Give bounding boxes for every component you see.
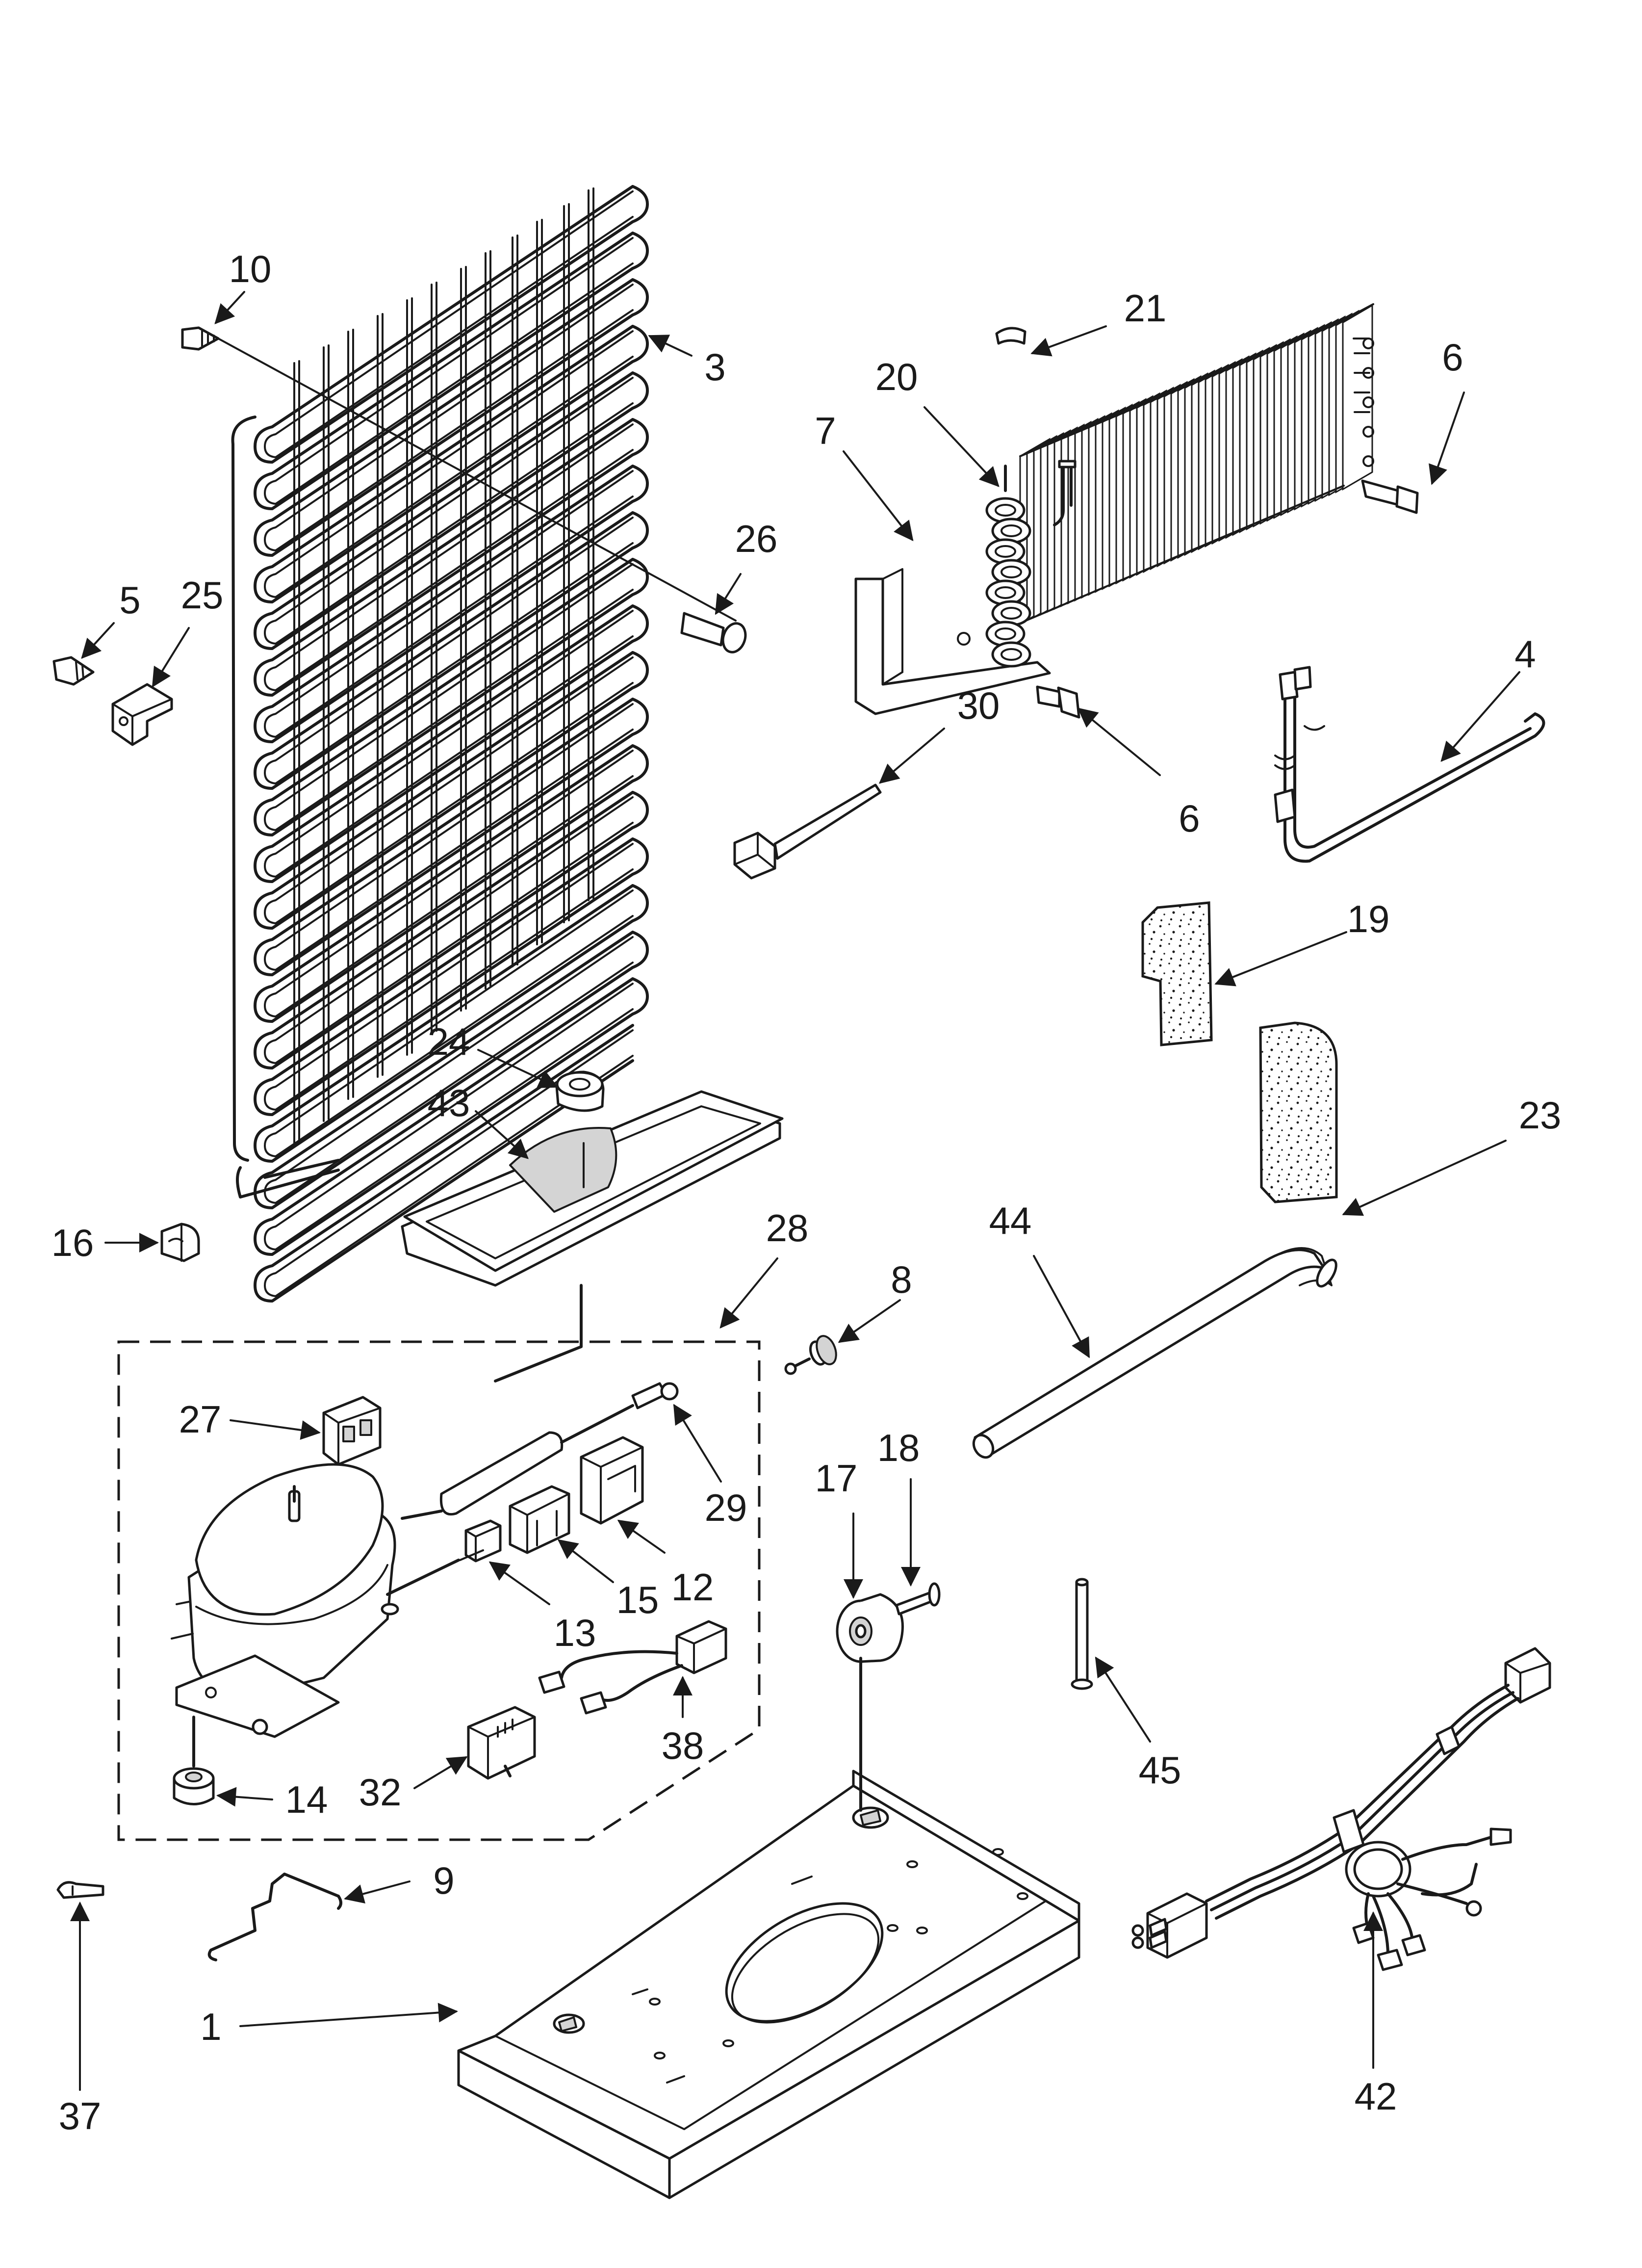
screw-10: [181, 326, 737, 622]
bracket-25: [111, 683, 173, 746]
callout-25: 25: [181, 574, 224, 617]
overload-15: [509, 1485, 570, 1554]
insulation-19: [1141, 901, 1213, 1046]
callout-14: 14: [285, 1778, 328, 1821]
callout-labels: 10 3 21 6 20 7 26 5 25 30 4 6 19 24 43 2…: [51, 247, 1562, 2138]
callout-42: 42: [1355, 2075, 1397, 2118]
terminal-13: [459, 1519, 502, 1563]
callout-28: 28: [766, 1206, 809, 1250]
callout-26: 26: [735, 517, 778, 560]
insulation-23: [1259, 1021, 1338, 1203]
callout-18: 18: [877, 1426, 920, 1469]
harness-38: [538, 1620, 727, 1715]
callout-16: 16: [51, 1221, 94, 1264]
callout-37: 37: [59, 2094, 102, 2138]
clip-37: [56, 1881, 104, 1899]
callout-10: 10: [229, 247, 272, 290]
callout-19: 19: [1347, 897, 1390, 940]
evaporator-assembly: [854, 303, 1374, 715]
nut-24: [555, 1070, 605, 1112]
pin-45: [1071, 1578, 1093, 1690]
callout-7: 7: [815, 409, 836, 452]
callout-15: 15: [616, 1578, 659, 1621]
tie-strap-30: [733, 783, 882, 880]
power-harness-42: [1131, 1647, 1551, 1971]
callout-4: 4: [1514, 632, 1536, 676]
leader-lines: [70, 291, 1520, 2091]
capacitor-32: [467, 1706, 536, 1780]
relay-27: [322, 1396, 382, 1466]
tube-44: [972, 1247, 1337, 1459]
callout-21: 21: [1124, 287, 1167, 330]
screw-5: [52, 656, 95, 686]
callout-12: 12: [671, 1565, 714, 1609]
callout-29: 29: [705, 1486, 747, 1529]
drain-pan-43: [401, 1090, 784, 1382]
callout-17: 17: [815, 1457, 858, 1500]
clip-16: [160, 1223, 200, 1262]
callout-13: 13: [554, 1611, 596, 1654]
filter-drier-29: [401, 1382, 679, 1520]
compressor: [171, 1463, 460, 1768]
callout-30: 30: [957, 684, 1000, 727]
wire-9: [207, 1873, 342, 1961]
roller-17: [836, 1593, 904, 1663]
callout-44: 44: [989, 1199, 1032, 1242]
callout-32: 32: [359, 1771, 402, 1814]
condenser-coil: [231, 185, 649, 1303]
axle-18: [895, 1582, 941, 1616]
callout-6a: 6: [1442, 336, 1463, 379]
callout-43: 43: [428, 1081, 470, 1124]
starter-12: [580, 1436, 644, 1525]
callout-23: 23: [1519, 1094, 1562, 1137]
callout-27: 27: [179, 1398, 222, 1441]
callout-6b: 6: [1179, 797, 1200, 840]
callout-38: 38: [662, 1724, 704, 1767]
compressor-kit-boundary: [117, 1340, 761, 1841]
callout-45: 45: [1139, 1748, 1181, 1792]
callout-9: 9: [433, 1859, 454, 1902]
callout-3: 3: [704, 345, 725, 389]
screw-6-lower: [1036, 685, 1080, 719]
callout-5: 5: [119, 578, 140, 622]
bolt-26: [680, 612, 747, 653]
base-pan-1: [457, 1657, 1080, 2199]
defrost-heater-4: [1274, 666, 1545, 863]
callout-24: 24: [428, 1020, 470, 1063]
grommet-14: [173, 1767, 215, 1805]
callout-20: 20: [875, 355, 918, 398]
callout-8: 8: [891, 1258, 912, 1301]
screw-6-top: [1361, 479, 1419, 514]
callout-1: 1: [200, 2005, 221, 2048]
plug-8: [784, 1335, 837, 1375]
